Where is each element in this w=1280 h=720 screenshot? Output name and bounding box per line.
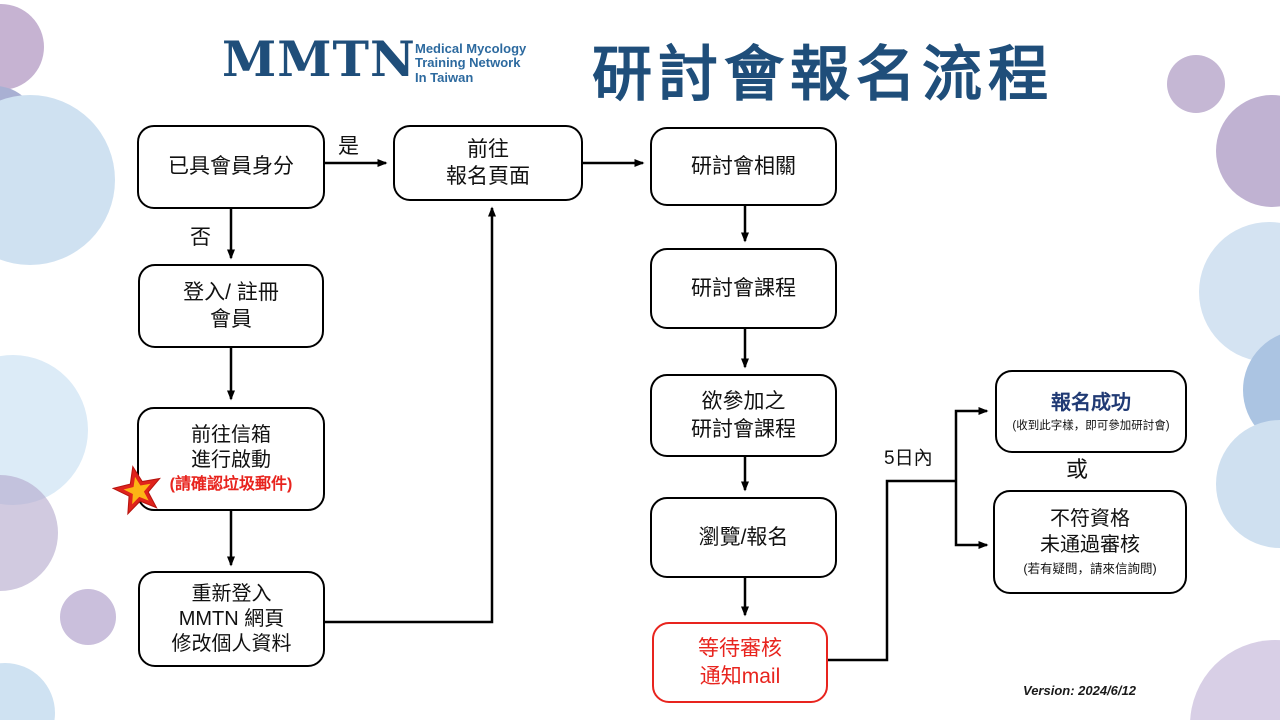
logo-subtitle-line: In Taiwan (415, 69, 474, 85)
node-label: 欲參加之 (701, 390, 786, 414)
node-label: 修改個人資料 (171, 632, 292, 655)
node-label: 登入/ 註冊 (183, 280, 279, 304)
node-label: 報名成功 (1051, 391, 1131, 414)
spam-warning-text: (請確認垃圾郵件) (169, 476, 293, 493)
logo-subtitle-line: Medical Mycology (415, 41, 527, 56)
edge-label-within-5-days: 5日內 (884, 448, 933, 469)
node-relogin-update-profile: 重新登入 MMTN 網頁 修改個人資料 (138, 571, 325, 667)
node-label: 進行啟動 (191, 449, 271, 471)
node-label: 未通過審核 (1040, 534, 1140, 557)
node-label: 不符資格 (1050, 508, 1130, 531)
node-registration-success: 報名成功 (收到此字樣，即可參加研討會) (995, 370, 1187, 453)
node-note: (若有疑問，請來信詢問) (1023, 562, 1157, 577)
node-goto-registration-page: 前往 報名頁面 (393, 125, 583, 201)
edge-label-no: 否 (190, 226, 211, 249)
node-label: 已具會員身分 (168, 155, 294, 179)
node-label: 重新登入 (191, 582, 272, 605)
mmtn-logo-text: MMTN (222, 30, 416, 88)
star-icon (112, 465, 161, 516)
node-label: MMTN 網頁 (178, 607, 285, 630)
node-label: 研討會相關 (691, 154, 796, 178)
node-already-member: 已具會員身分 (137, 125, 325, 209)
page-title: 研討會報名流程 (592, 41, 1054, 108)
node-label: 研討會課程 (691, 276, 796, 300)
version-text: Version: 2024/6/12 (1023, 683, 1136, 698)
node-label: 等待審核 (698, 637, 782, 661)
bg-circle (1167, 55, 1225, 113)
node-wait-review-mail: 等待審核 通知mail (652, 622, 828, 703)
node-label: 會員 (210, 308, 252, 331)
node-not-qualified: 不符資格 未通過審核 (若有疑問，請來信詢問) (993, 490, 1187, 594)
node-label: 報名頁面 (446, 165, 530, 188)
node-label: 研討會課程 (691, 417, 796, 441)
edge-label-yes: 是 (338, 135, 359, 158)
node-label: 通知mail (699, 664, 781, 688)
node-seminar-related: 研討會相關 (650, 127, 837, 206)
node-note: (收到此字樣，即可參加研討會) (1012, 419, 1170, 432)
node-login-register-member: 登入/ 註冊 會員 (138, 264, 324, 348)
node-seminar-courses: 研討會課程 (650, 248, 837, 329)
node-label: 前往信箱 (191, 424, 271, 446)
edge-label-or: 或 (1066, 457, 1089, 482)
node-desired-course: 欲參加之 研討會課程 (650, 374, 837, 457)
node-browse-register: 瀏覽/報名 (650, 497, 837, 578)
mmtn-logo-subtitle: Medical Mycology Training Network In Tai… (415, 41, 527, 85)
logo-subtitle-line: Training Network (415, 55, 521, 71)
node-label: 瀏覽/報名 (698, 525, 789, 549)
bg-circle (60, 589, 116, 645)
node-label: 前往 (467, 137, 509, 161)
node-activate-via-mailbox: 前往信箱 進行啟動 (請確認垃圾郵件) (137, 407, 325, 511)
